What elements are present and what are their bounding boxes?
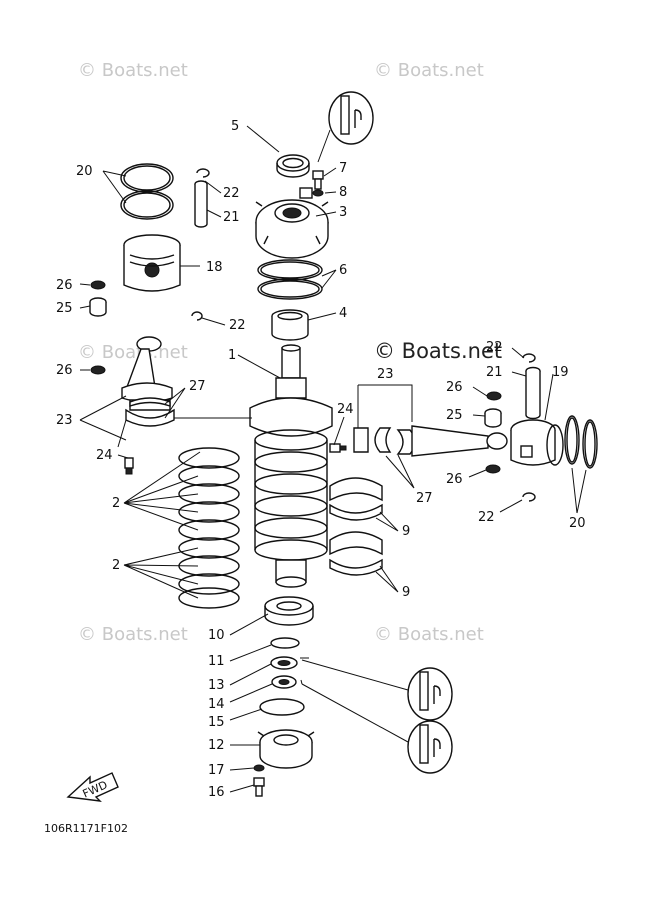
callout-11: 11 xyxy=(208,654,225,669)
bolt-7 xyxy=(312,170,324,190)
watermark: © Boats.net xyxy=(78,60,188,81)
callout-8: 8 xyxy=(339,185,347,200)
callout-24: 24 xyxy=(337,402,354,417)
bolt-24-left xyxy=(124,457,134,475)
bolt-24-right xyxy=(329,443,347,453)
callout-12: 12 xyxy=(208,738,225,753)
fwd-arrow-icon: FWD xyxy=(66,772,119,802)
callout-14: 14 xyxy=(208,697,225,712)
callout-5: 5 xyxy=(231,119,239,134)
callout-19: 19 xyxy=(552,365,569,380)
washer-26b xyxy=(90,365,106,375)
callout-25: 25 xyxy=(56,301,73,316)
callout-25: 25 xyxy=(446,408,463,423)
watermark: © Boats.net xyxy=(374,60,484,81)
callout-9: 9 xyxy=(402,585,410,600)
piston-rings-20-right xyxy=(564,415,598,469)
callout-17: 17 xyxy=(208,763,225,778)
callout-1: 1 xyxy=(228,348,236,363)
callout-21: 21 xyxy=(486,365,503,380)
circlip-22-upper xyxy=(196,168,210,178)
bearing-10 xyxy=(264,596,314,626)
washer-26c xyxy=(486,391,502,401)
piston-19 xyxy=(510,419,564,466)
callout-26: 26 xyxy=(56,363,73,378)
oil-seal-14 xyxy=(271,675,297,689)
leader-lines xyxy=(79,125,587,793)
watermark: © Boats.net xyxy=(374,339,502,363)
callout-4: 4 xyxy=(339,306,347,321)
oil-seal-13 xyxy=(270,656,298,670)
washer-8 xyxy=(312,189,324,197)
callouts: 5 7 8 3 6 4 1 20 22 21 18 26 25 22 26 27… xyxy=(56,119,586,800)
grease-tube-icon xyxy=(407,720,453,774)
ring-11 xyxy=(270,637,300,649)
callout-26: 26 xyxy=(446,472,463,487)
main-bearing-9-lower xyxy=(329,531,383,576)
callout-23: 23 xyxy=(56,413,73,428)
piston-18 xyxy=(123,234,181,292)
main-bearing-9-upper xyxy=(329,477,383,521)
callout-10: 10 xyxy=(208,628,225,643)
bolt-16 xyxy=(253,777,265,797)
callout-27: 27 xyxy=(416,491,433,506)
circlip-22-r-lower xyxy=(522,492,536,502)
callout-22: 22 xyxy=(223,186,240,201)
connecting-rod-23-right xyxy=(353,425,508,457)
callout-27: 27 xyxy=(189,379,206,394)
piston-pin-21-right xyxy=(525,366,541,420)
circlip-22-lower xyxy=(191,311,203,321)
piston-rings-20-left xyxy=(120,163,174,220)
callout-20: 20 xyxy=(569,516,586,531)
callout-23: 23 xyxy=(377,367,394,382)
callout-22: 22 xyxy=(486,340,503,355)
needle-bearing-25a xyxy=(89,297,107,317)
grease-tube-icon xyxy=(328,91,374,145)
callout-22: 22 xyxy=(478,510,495,525)
callout-21: 21 xyxy=(223,210,240,225)
callout-9: 9 xyxy=(402,524,410,539)
piston-pin-21 xyxy=(194,180,208,228)
callout-20: 20 xyxy=(76,164,93,179)
callout-3: 3 xyxy=(339,205,347,220)
callout-16: 16 xyxy=(208,785,225,800)
callout-13: 13 xyxy=(208,678,225,693)
lower-bearing-housing-12 xyxy=(257,729,315,769)
callout-26: 26 xyxy=(56,278,73,293)
callout-18: 18 xyxy=(206,260,223,275)
watermark: © Boats.net xyxy=(78,342,188,363)
grease-tube-icon xyxy=(407,667,453,721)
crankshaft-1 xyxy=(249,344,333,588)
washer-26d xyxy=(485,464,501,474)
bearing-27-left xyxy=(129,397,171,407)
washer-26a xyxy=(90,280,106,290)
callout-2: 2 xyxy=(112,496,120,511)
callout-7: 7 xyxy=(339,161,347,176)
o-rings-6 xyxy=(257,259,323,300)
upper-bearing-housing-3 xyxy=(255,187,329,259)
callout-26: 26 xyxy=(446,380,463,395)
callout-22: 22 xyxy=(229,318,246,333)
washer-17 xyxy=(253,764,265,772)
callout-24: 24 xyxy=(96,448,113,463)
needle-bearing-25b xyxy=(484,408,502,428)
callout-6: 6 xyxy=(339,263,347,278)
callout-15: 15 xyxy=(208,715,225,730)
piston-rings-2 xyxy=(178,447,240,609)
watermark: © Boats.net xyxy=(78,624,188,645)
drawing-code: 106R1171F102 xyxy=(44,822,128,835)
oil-seal-5 xyxy=(276,154,310,178)
bearing-4 xyxy=(271,309,309,341)
watermarks: © Boats.net © Boats.net © Boats.net © Bo… xyxy=(78,60,502,645)
watermark: © Boats.net xyxy=(374,624,484,645)
circlip-22-r-upper xyxy=(522,353,536,363)
o-ring-15 xyxy=(259,698,305,716)
callout-2: 2 xyxy=(112,558,120,573)
